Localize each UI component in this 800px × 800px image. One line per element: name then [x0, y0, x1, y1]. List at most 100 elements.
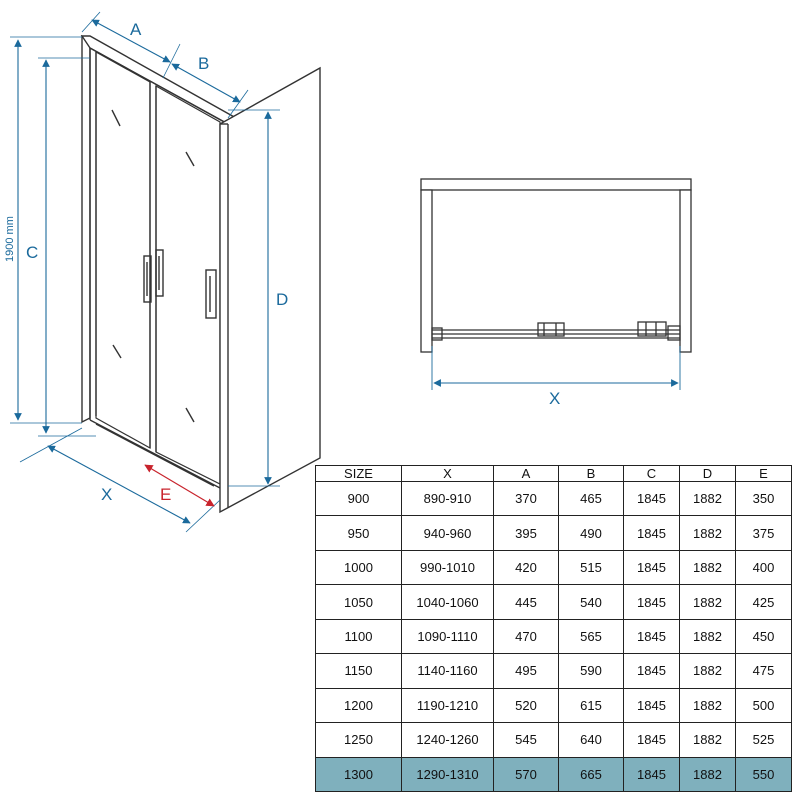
- cell-size: 1050: [315, 584, 402, 620]
- cell-c: 1845: [623, 653, 680, 689]
- header-x: X: [401, 465, 494, 482]
- plan-rail-end-right: [667, 325, 681, 341]
- cell-d: 1882: [679, 722, 736, 758]
- door-panel-left: [95, 50, 151, 450]
- door-handle-left: [143, 255, 152, 303]
- table-header-row: SIZE X A B C D E: [315, 465, 792, 482]
- cell-c: 1845: [623, 756, 680, 792]
- extension-lines: [10, 11, 280, 533]
- cell-e: 350: [735, 480, 792, 517]
- header-size: SIZE: [315, 465, 402, 482]
- cell-a: 570: [493, 756, 559, 792]
- cell-a: 420: [493, 549, 559, 586]
- cell-x: 1290-1310: [401, 756, 494, 792]
- dim-line-a: [91, 19, 171, 63]
- cell-b: 490: [558, 515, 624, 551]
- header-c: C: [623, 465, 680, 482]
- cell-size: 1000: [315, 549, 402, 586]
- cell-x: 1240-1260: [401, 722, 494, 758]
- plan-rail-end-left: [431, 327, 443, 341]
- cell-a: 495: [493, 653, 559, 689]
- dimension-lines: [14, 19, 272, 524]
- dim-line-x-side: [47, 445, 191, 524]
- cell-size: 1300: [315, 756, 402, 792]
- cell-c: 1845: [623, 618, 680, 655]
- cell-a: 545: [493, 722, 559, 758]
- cell-d: 1882: [679, 549, 736, 586]
- cell-b: 540: [558, 584, 624, 620]
- cell-x: 1140-1160: [401, 653, 494, 689]
- label-x-side: X: [101, 485, 112, 504]
- cell-e: 550: [735, 756, 792, 792]
- plan-back-wall: [420, 178, 692, 191]
- cell-size: 950: [315, 515, 402, 551]
- label-height: 1900 mm: [4, 216, 16, 262]
- cell-b: 590: [558, 653, 624, 689]
- cell-d: 1882: [679, 756, 736, 792]
- cell-b: 615: [558, 687, 624, 724]
- cell-x: 990-1010: [401, 549, 494, 586]
- plan-dimension: [431, 346, 681, 390]
- cell-d: 1882: [679, 515, 736, 551]
- cell-e: 375: [735, 515, 792, 551]
- cell-e: 450: [735, 618, 792, 655]
- cell-c: 1845: [623, 480, 680, 517]
- perspective-view: [80, 34, 321, 514]
- header-a: A: [493, 465, 559, 482]
- label-d: D: [276, 290, 288, 309]
- cell-c: 1845: [623, 687, 680, 724]
- top-rail: [80, 35, 238, 125]
- cell-a: 445: [493, 584, 559, 620]
- cell-d: 1882: [679, 653, 736, 689]
- label-x-plan: X: [549, 389, 560, 408]
- cell-a: 370: [493, 480, 559, 517]
- plan-view: [420, 178, 692, 353]
- cell-size: 1250: [315, 722, 402, 758]
- header-e: E: [735, 465, 792, 482]
- cell-a: 470: [493, 618, 559, 655]
- cell-d: 1882: [679, 618, 736, 655]
- cell-e: 475: [735, 653, 792, 689]
- cell-x: 1190-1210: [401, 687, 494, 724]
- cell-size: 900: [315, 480, 402, 517]
- cell-d: 1882: [679, 687, 736, 724]
- plan-left-wall: [420, 189, 433, 353]
- label-c: C: [26, 243, 38, 262]
- cell-c: 1845: [623, 722, 680, 758]
- cell-size: 1200: [315, 687, 402, 724]
- cell-b: 565: [558, 618, 624, 655]
- side-wall-panel: [219, 66, 321, 514]
- dim-line-b: [171, 63, 241, 103]
- plan-handle-center: [537, 322, 565, 337]
- cell-b: 640: [558, 722, 624, 758]
- cell-x: 890-910: [401, 480, 494, 517]
- cell-c: 1845: [623, 549, 680, 586]
- cell-b: 665: [558, 756, 624, 792]
- cell-e: 400: [735, 549, 792, 586]
- label-e: E: [160, 485, 171, 504]
- plan-handle-side: [637, 321, 667, 337]
- cell-x: 940-960: [401, 515, 494, 551]
- cell-size: 1100: [315, 618, 402, 655]
- cell-a: 395: [493, 515, 559, 551]
- cell-a: 520: [493, 687, 559, 724]
- label-b: B: [198, 54, 209, 73]
- cell-d: 1882: [679, 584, 736, 620]
- cell-e: 425: [735, 584, 792, 620]
- cell-e: 500: [735, 687, 792, 724]
- cell-b: 465: [558, 480, 624, 517]
- cell-c: 1845: [623, 515, 680, 551]
- cell-size: 1150: [315, 653, 402, 689]
- dim-line-e: [144, 464, 215, 507]
